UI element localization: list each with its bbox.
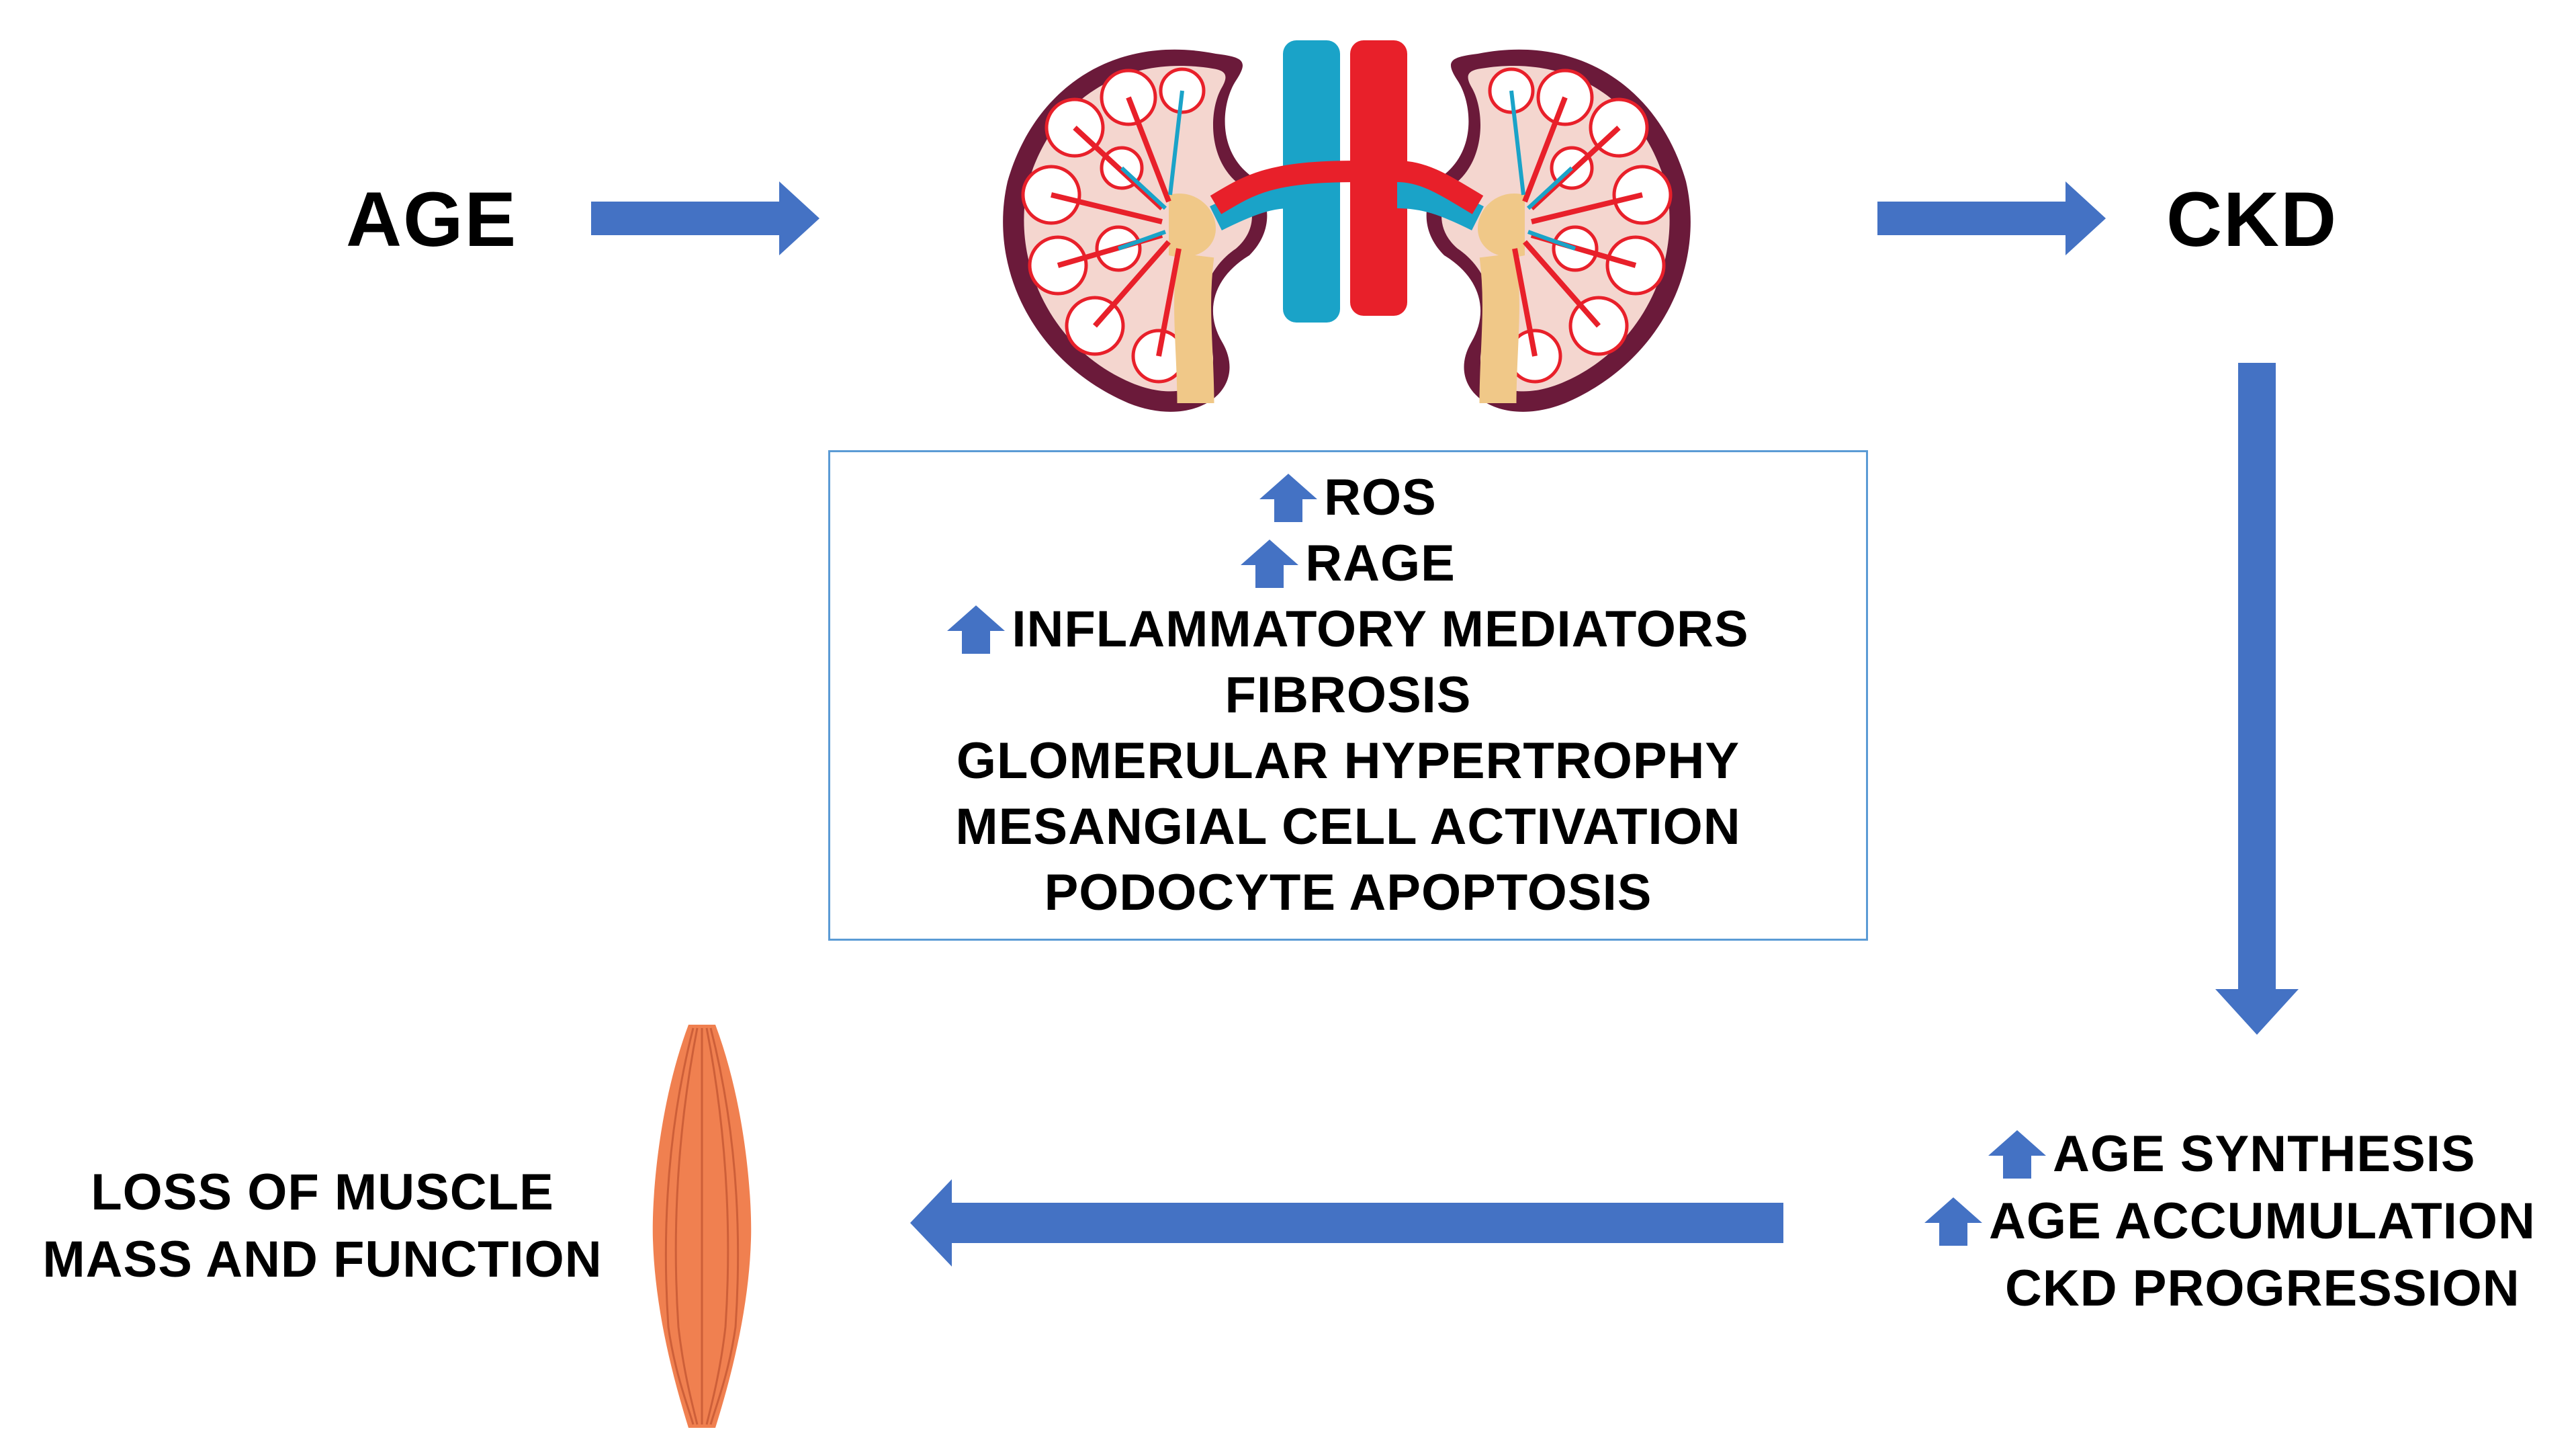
box-item-podocyte-apoptosis: PODOCYTE APOPTOSIS [830,861,1866,925]
up-arrow-icon [1988,1130,2046,1179]
ckd-effect-ckd-progression: CKD PROGRESSION [1908,1257,2573,1321]
up-arrow-icon [1924,1197,1982,1246]
box-item-mesangial-cell-activation: MESANGIAL CELL ACTIVATION [830,795,1866,859]
box-item-label: INFLAMMATORY MEDIATORS [1012,601,1749,658]
kidney-effects-box: ROS RAGE INFLAMMATORY MEDIATORS FIBROSIS… [828,450,1868,941]
ckd-effect-label: AGE SYNTHESIS [2053,1125,2476,1183]
ckd-effect-age-accumulation: AGE ACCUMULATION [1908,1189,2573,1254]
ckd-effect-label: CKD PROGRESSION [2005,1260,2520,1317]
box-item-glomerular-hypertrophy: GLOMERULAR HYPERTROPHY [830,729,1866,794]
box-item-label: PODOCYTE APOPTOSIS [1044,864,1652,921]
node-age: AGE [346,177,518,263]
ckd-effect-label: AGE ACCUMULATION [1989,1193,2536,1250]
right-kidney-icon [1426,49,1691,412]
ckd-effects-list: AGE SYNTHESIS AGE ACCUMULATION CKD PROGR… [1908,1122,2573,1337]
arrow-kidney-to-ckd [1877,181,2106,255]
box-item-label: GLOMERULAR HYPERTROPHY [956,732,1740,790]
left-kidney-icon [1003,49,1268,412]
arrow-to-muscle-loss [910,1179,1783,1267]
muscle-icon [652,1025,752,1428]
ckd-effect-age-synthesis: AGE SYNTHESIS [1908,1122,2573,1187]
box-item-fibrosis: FIBROSIS [830,663,1866,728]
box-item-ros: ROS [830,466,1866,530]
muscle-loss-line-2: MASS AND FUNCTION [42,1231,603,1288]
box-item-rage: RAGE [830,531,1866,596]
box-item-label: RAGE [1305,535,1456,592]
box-item-label: FIBROSIS [1225,667,1472,724]
up-arrow-icon [1241,540,1299,588]
kidneys-icon [1003,40,1691,412]
artery-icon [1350,40,1407,316]
box-item-label: ROS [1324,469,1437,526]
arrow-ckd-down [2215,363,2299,1035]
node-ckd: CKD [2166,177,2338,263]
up-arrow-icon [1259,474,1318,522]
node-muscle-loss: LOSS OF MUSCLE MASS AND FUNCTION [13,1159,631,1293]
muscle-loss-line-1: LOSS OF MUSCLE [91,1164,554,1221]
up-arrow-icon [947,605,1006,654]
arrow-age-to-kidney [591,181,819,255]
box-item-label: MESANGIAL CELL ACTIVATION [955,798,1741,855]
box-item-inflammatory-mediators: INFLAMMATORY MEDIATORS [830,597,1866,662]
